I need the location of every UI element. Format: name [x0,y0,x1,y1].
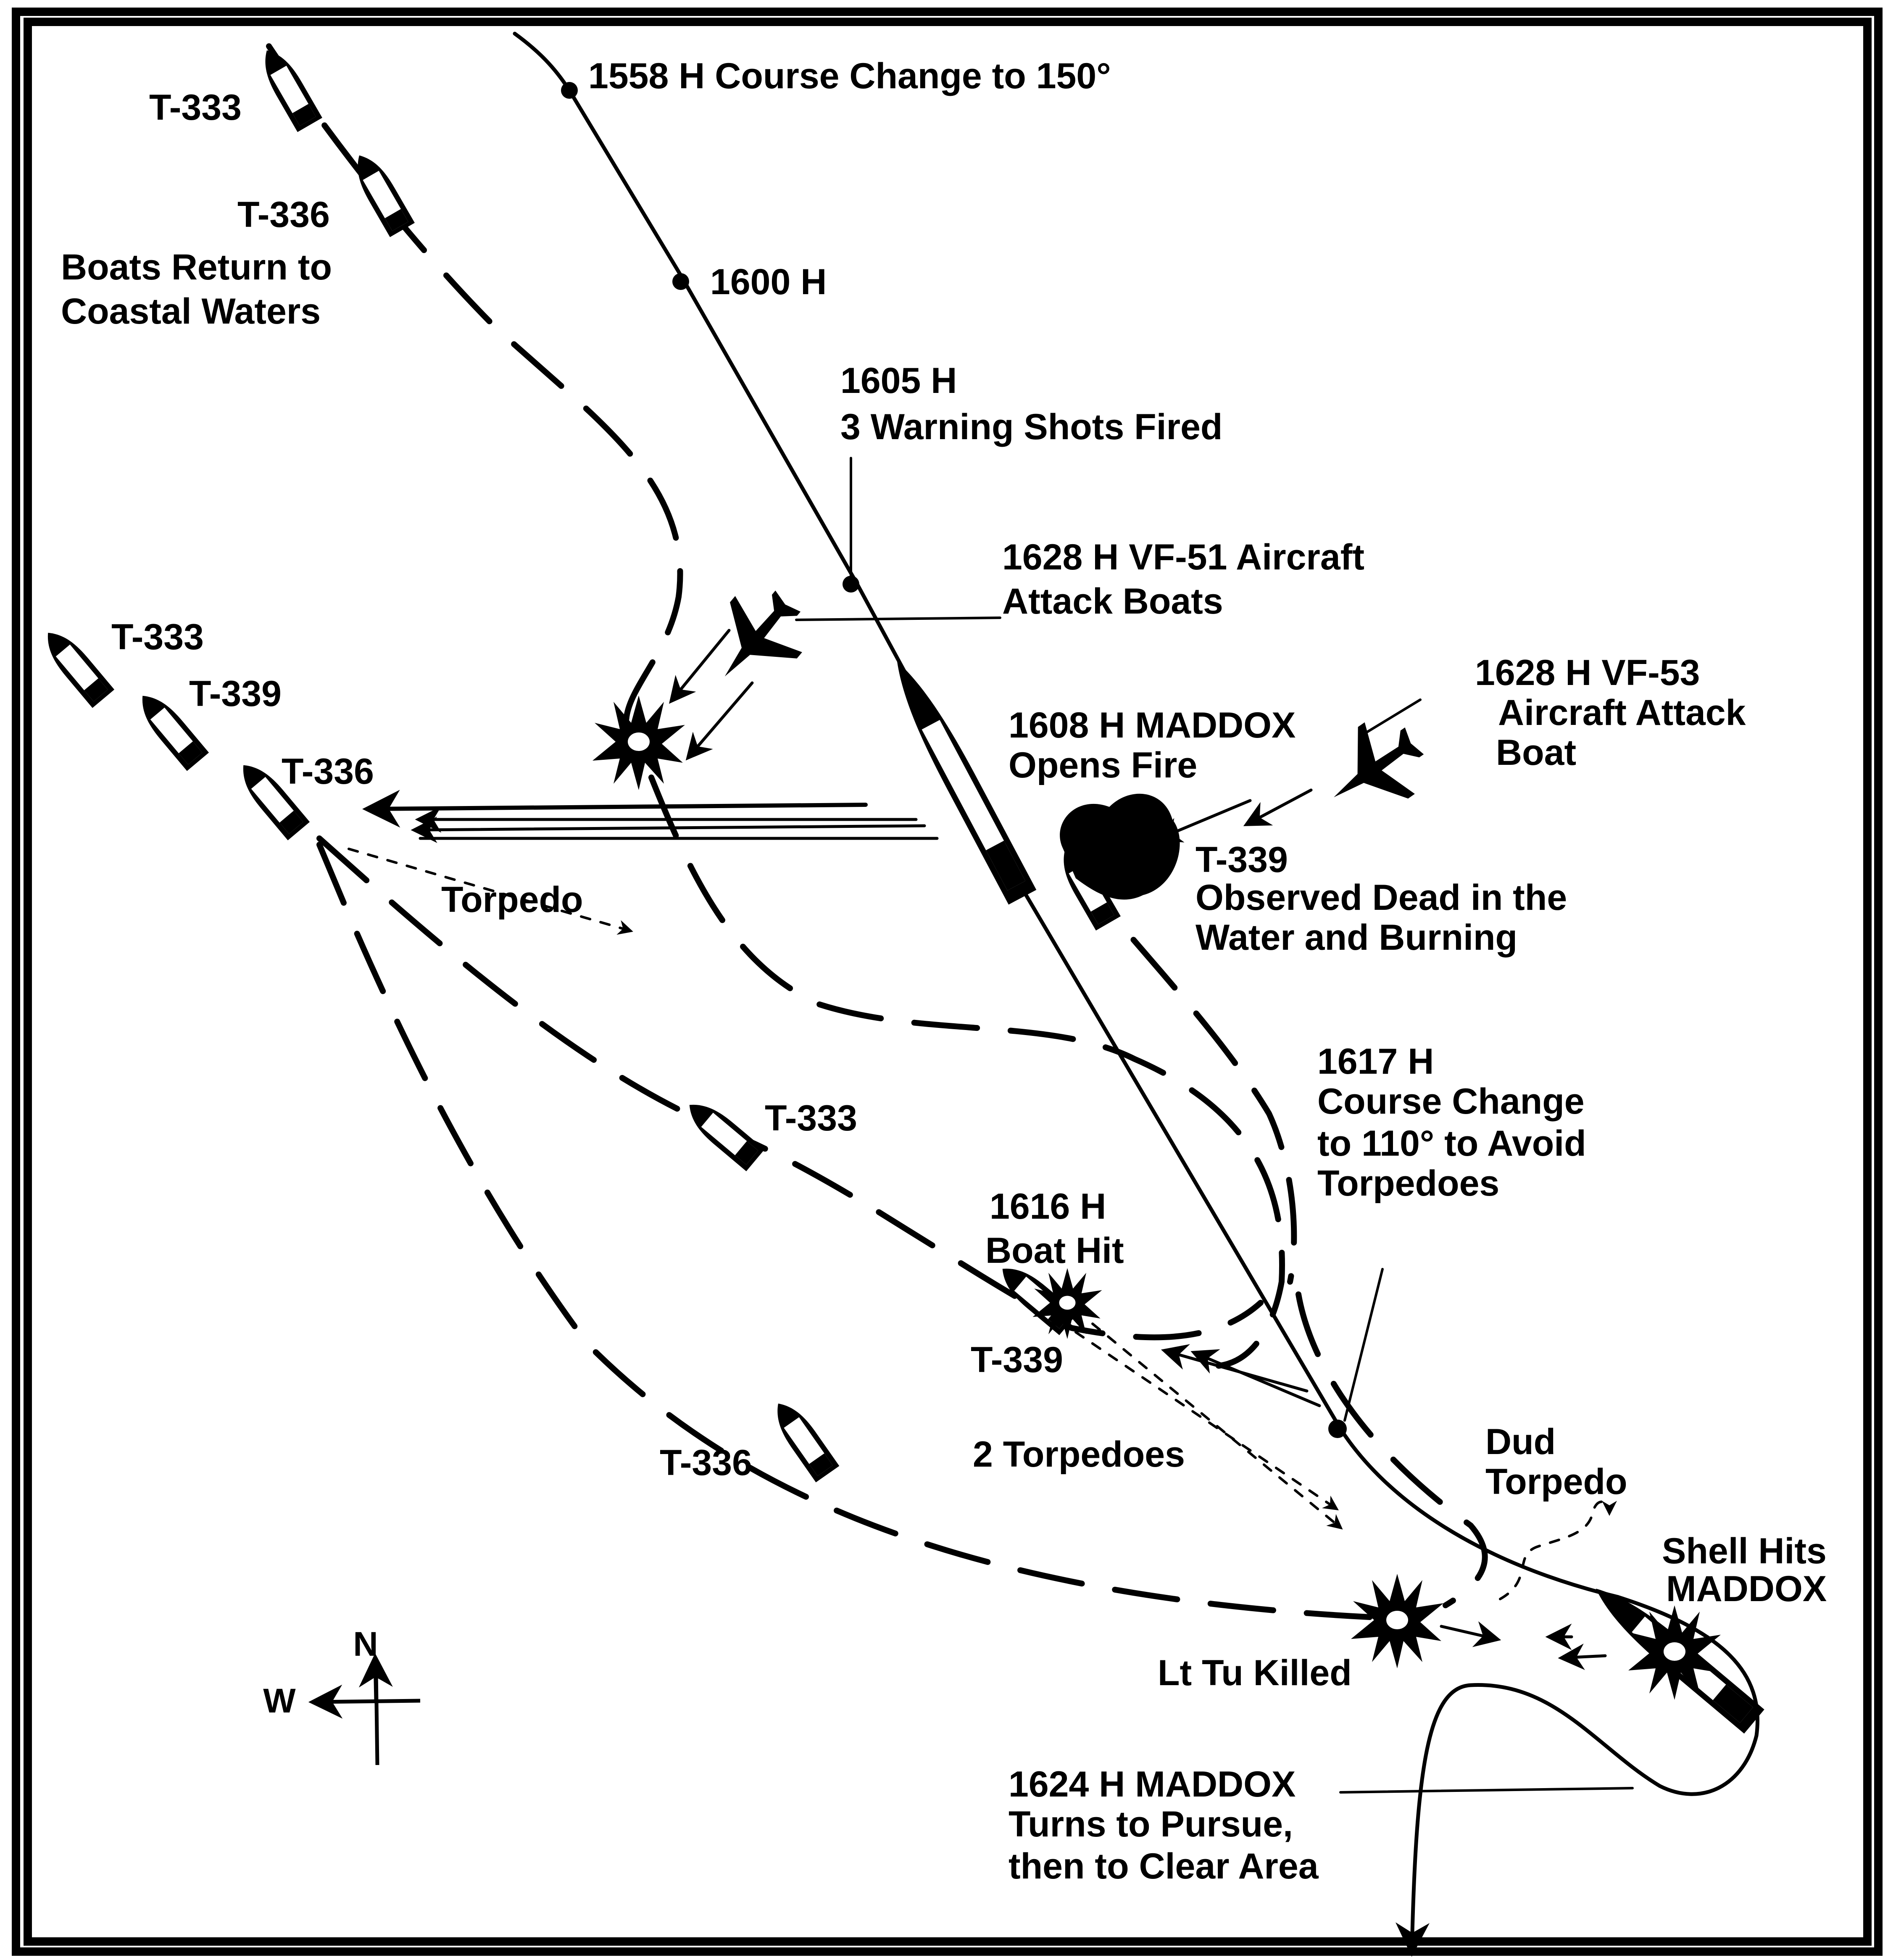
label-torpedo: Torpedo [441,880,583,920]
boat-t333-return-icon [254,43,322,132]
leader-lines [795,457,1634,1794]
label-t339-formation: T-339 [189,674,282,714]
aircraft-vf53-icon [1309,705,1440,833]
label-vf51-line2: Attack Boats [1002,581,1223,622]
label-1617-line2: Course Change [1317,1081,1585,1122]
maddox-track [513,32,1759,1957]
label-t336-return: T-336 [237,195,330,235]
torpedo-tracks [348,848,1617,1600]
label-1608-line1: 1608 H MADDOX [1009,705,1296,746]
explosion-lt-tu-icon [1351,1574,1443,1668]
label-vf51-line1: 1628 H VF-51 Aircraft [1002,537,1364,577]
label-1608-line2: Opens Fire [1009,745,1197,785]
label-1616-line2: Boat Hit [985,1230,1124,1271]
label-1617-line1: 1617 H [1317,1041,1434,1082]
boat-t336-return-icon [347,148,415,237]
maddox-gunfire-lines [362,790,1607,1670]
compass-west-label: W [263,1682,296,1720]
caption-boats-return-line1: Boats Return to [61,247,332,287]
waypoint-1600 [672,273,689,290]
label-1624-line2: Turns to Pursue, [1009,1804,1293,1844]
label-t339-dead-line3: Water and Burning [1195,917,1517,958]
label-t333-formation: T-333 [111,617,204,657]
explosion-aircraft-strike-icon [592,695,685,790]
formation-tracks [316,835,1488,1621]
label-1605-line2: 3 Warning Shots Fired [840,407,1222,447]
aircraft-vf51-icon [691,573,822,705]
label-1617-line4: Torpedoes [1317,1163,1499,1204]
label-vf53-line2: Aircraft Attack [1498,693,1746,733]
aircraft-fire-lines [669,629,1313,843]
label-t333-return: T-333 [149,87,242,128]
compass-north-label: N [353,1625,378,1663]
label-1624-line1: 1624 H MADDOX [1009,1764,1296,1805]
label-dud-line2: Torpedo [1485,1462,1627,1502]
label-t336-mid: T-336 [660,1443,752,1483]
boat-t333-formation-icon [37,623,115,708]
label-1617-line3: to 110° to Avoid [1317,1123,1586,1164]
label-t333-mid: T-333 [765,1098,857,1138]
label-vf53-line3: Boat [1496,732,1576,773]
label-t339-mid: T-339 [971,1340,1063,1380]
label-1558-course-change: 1558 H Course Change to 150° [588,56,1111,96]
smoke-plume-icon [1060,793,1180,900]
boat-t333-mid-icon [680,1094,765,1172]
label-two-torpedoes: 2 Torpedoes [973,1434,1185,1475]
label-shell-hits-line2: MADDOX [1666,1569,1827,1609]
return-boats-track [266,43,1285,1369]
compass-rose: N W [263,1625,421,1765]
waypoint-1605 [843,576,859,593]
caption-boats-return-line2: Coastal Waters [61,291,321,332]
label-t339-dead-line1: T-339 [1195,840,1288,880]
label-t339-dead-line2: Observed Dead in the [1195,877,1567,918]
label-1600: 1600 H [710,262,827,302]
label-1605-line1: 1605 H [840,361,957,401]
label-lt-tu-killed: Lt Tu Killed [1158,1653,1352,1693]
label-1616-line1: 1616 H [990,1186,1106,1227]
waypoint-1617 [1328,1420,1347,1438]
label-shell-hits-line1: Shell Hits [1662,1531,1827,1571]
label-dud-line1: Dud [1485,1422,1556,1462]
label-1624-line3: then to Clear Area [1009,1846,1319,1886]
boat-t336-mid-icon [766,1395,840,1483]
label-vf53-line1: 1628 H VF-53 [1475,653,1700,693]
label-t336-formation: T-336 [282,751,374,792]
waypoint-1558 [561,82,578,99]
map-frame [12,8,1883,1956]
